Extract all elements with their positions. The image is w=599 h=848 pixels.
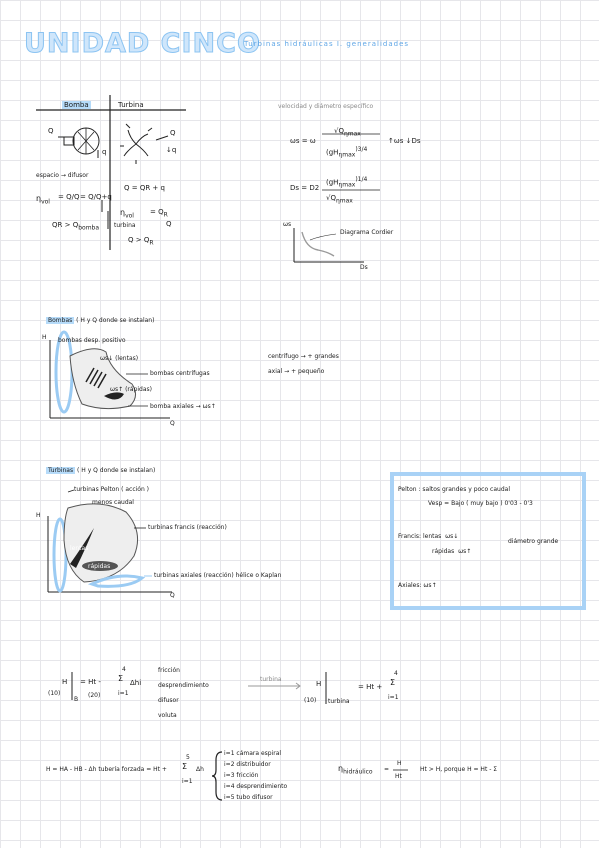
ws-note: ↑ωs ↓Ds: [388, 137, 421, 145]
t-axis-h: H: [36, 512, 41, 519]
box-line4: rápidas ωs↑: [432, 548, 472, 555]
box-line2: Vesp = Bajo ( muy bajo ) 0'03 - 0'3: [428, 500, 533, 507]
b-eta-eq2: = Q/Q+q: [80, 193, 112, 201]
specific-title: velocidad y diámetro específico: [278, 103, 374, 110]
t-axiales: turbinas axiales (reacción) hélice o Kap…: [154, 572, 282, 579]
b-lentas: ωs↓ (lentas): [100, 355, 139, 362]
b-difusor: espacio → difusor: [36, 172, 89, 179]
e-sum2: Σ: [390, 678, 396, 687]
brace-item-3: i=4 desprendimiento: [224, 783, 288, 790]
box-line1: Pelton : saltos grandes y poco caudal: [398, 486, 510, 493]
bombas-heading: Bombas ( H y Q donde se instalan): [46, 317, 155, 324]
t-eta-eq: = QR: [150, 208, 168, 219]
e-list-1: desprendimiento: [158, 682, 209, 689]
eta-eq: =: [384, 766, 390, 773]
turbinas-heading: Turbinas ( H y Q donde se instalan): [46, 467, 156, 474]
b-axis-h: H: [42, 334, 47, 341]
t-francis: turbinas francis (reacción): [148, 524, 227, 531]
t-eta-den: Q: [166, 220, 172, 228]
e-list-3: voluta: [158, 712, 177, 719]
t-eta: ηvol: [120, 208, 134, 220]
b-eta: ηvol: [36, 194, 50, 206]
b-note1: centrífugo → + grandes: [268, 353, 339, 360]
e-subB: B: [74, 696, 79, 703]
b-q-top: Q: [48, 127, 54, 135]
graph-label: Diagrama Cordier: [340, 229, 394, 236]
bottom-sum-top: 5: [186, 754, 190, 761]
box-diam: diámetro grande: [508, 538, 559, 545]
eta-num: H: [397, 760, 402, 767]
e-sub-turbina: turbina: [328, 698, 350, 705]
t-q: Q: [170, 129, 176, 137]
col-bomba: Bomba: [62, 101, 91, 109]
ds-lhs: Ds = D2: [290, 184, 320, 192]
page-subtitle: Turbinas hidráulicas I. generalidades: [244, 40, 410, 48]
bottom-sum-bot: i=1: [182, 778, 193, 785]
e-list-2: difusor: [158, 697, 179, 704]
e-sub20: (20): [88, 692, 101, 699]
ds-den: √Qηmax: [326, 194, 353, 205]
t-q-eq: Q = QR + q: [124, 184, 165, 192]
t-pelton-sub: menos caudal: [92, 499, 134, 506]
t-axis-q: Q: [170, 592, 175, 599]
eta-hidraulico: ηhidráulico: [338, 764, 373, 776]
graph-x: Ds: [360, 264, 368, 271]
e-sum2-top: 4: [394, 670, 398, 677]
t-q-down: ↓q: [166, 146, 177, 154]
boxed-note: [390, 472, 586, 610]
ws-den: (gHηmax)3/4: [326, 146, 368, 159]
t-ineq: Q > QR: [128, 236, 154, 247]
b-centrif: bombas centrífugas: [150, 370, 210, 377]
e-sum-top: 4: [122, 666, 126, 673]
e-list-0: fricción: [158, 667, 180, 674]
ws-lhs: ωs = ω: [290, 137, 316, 145]
b-rapidas: ωs↑ (rápidas): [110, 386, 152, 393]
bottom-sum: Σ: [182, 762, 188, 771]
brace-item-2: i=3 fricción: [224, 772, 259, 779]
eta-den: Ht: [395, 773, 402, 780]
e-eq1: = Ht -: [80, 678, 101, 686]
b-note2: axial → + pequeño: [268, 368, 325, 375]
e-H: H: [62, 678, 68, 686]
bottom-tail: Ht > H, porque H = Ht - Σ: [420, 766, 498, 773]
e-sum: Σ: [118, 674, 124, 683]
b-axis-q: Q: [170, 420, 175, 427]
brace-item-4: i=5 tubo difusor: [224, 794, 273, 801]
b-piston: bombas desp. positivo: [58, 337, 126, 344]
t-eta-turbina: turbina: [114, 222, 136, 229]
brace-item-1: i=2 distribuidor: [224, 761, 271, 768]
box-line5: Axiales: ωs↑: [398, 582, 437, 589]
e-delta: Δhi: [130, 679, 142, 687]
bottom-eq-left: H = HA - HB - Δh tubería forzada = Ht +: [46, 766, 167, 773]
b-qr: QR > Qbomba: [52, 221, 100, 232]
bottom-delta: Δh: [196, 766, 204, 773]
b-q-side: q: [102, 148, 107, 156]
col-turbina: Turbina: [118, 101, 144, 109]
e-arrow-label: turbina: [260, 676, 282, 683]
e-sum-bot: i=1: [118, 690, 129, 697]
brace-item-0: i=1 cámara espiral: [224, 750, 282, 757]
e-sum2-bot: i=1: [388, 694, 399, 701]
e-H2: H: [316, 680, 322, 688]
e-eq2: = Ht +: [358, 683, 383, 691]
t-rapidas: rápidas: [88, 563, 111, 570]
e-sub10b: (10): [304, 697, 317, 704]
b-axiales: bomba axiales → ωs↑: [150, 403, 216, 410]
page-title: UNIDAD CINCO: [24, 28, 261, 60]
graph-y: ωs: [283, 221, 292, 228]
t-pelton: turbinas Pelton ( acción ): [74, 486, 150, 493]
b-eta-eq: = Q/Q: [58, 193, 80, 201]
ds-num: (gHηmax)1/4: [326, 176, 368, 189]
box-line3: Francis: lentas ωs↓: [398, 533, 459, 540]
t-lentas: lentas: [70, 545, 89, 552]
e-sub10: (10): [48, 690, 61, 697]
